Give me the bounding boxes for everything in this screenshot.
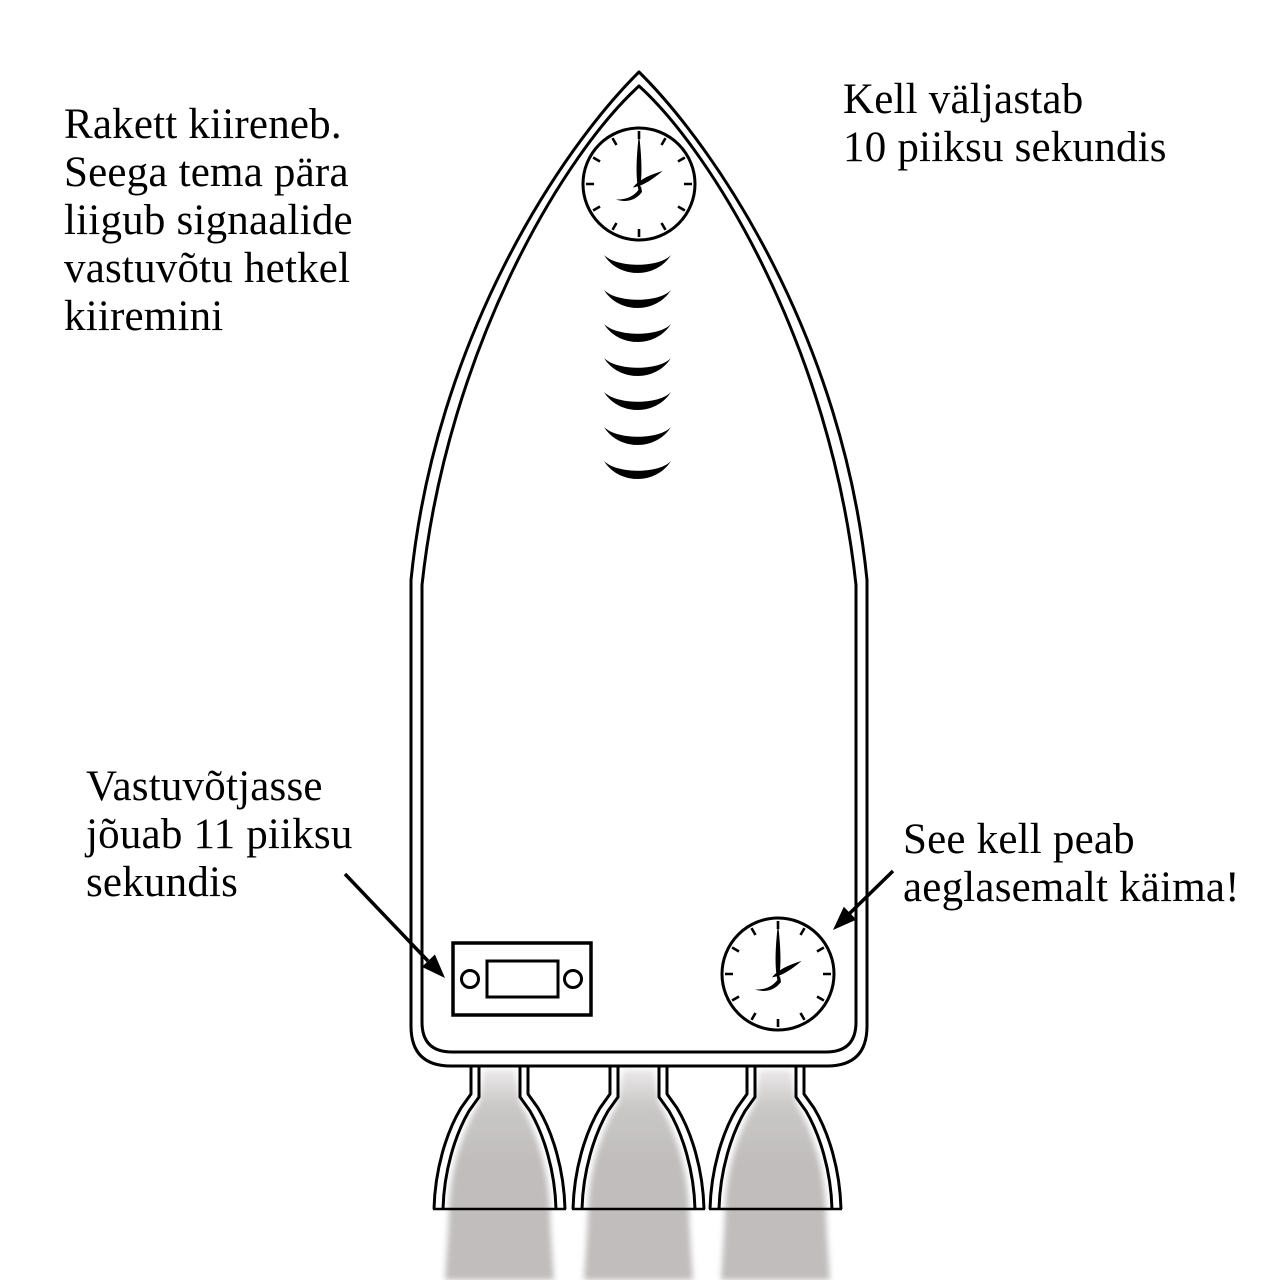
- label-line: Rakett kiireneb.: [64, 101, 342, 148]
- rocket-hull: [409, 70, 869, 1068]
- label-bottom-left: Vastuvõtjasse jõuab 11 piiksu sekundis: [86, 763, 353, 907]
- signal-wave: [604, 324, 671, 342]
- arrow-to-receiver: [343, 872, 445, 978]
- exhaust-plumes: [445, 1070, 830, 1280]
- nose-clock: [581, 126, 697, 242]
- label-line: 10 piiksu sekundis: [843, 124, 1167, 171]
- label-line: kiiremini: [64, 293, 224, 340]
- engine-nozzles: [432, 1066, 843, 1211]
- signal-wave: [604, 358, 671, 376]
- exhaust-plume-right: [721, 1070, 830, 1280]
- label-line: aeglasemalt käima!: [903, 864, 1240, 911]
- label-line: jõuab 11 piiksu: [86, 811, 353, 858]
- exhaust-plume-center: [584, 1070, 693, 1280]
- receiver-box: [451, 941, 593, 1017]
- engine-nozzle-right: [708, 1066, 843, 1211]
- signal-wave: [604, 255, 671, 273]
- label-top-right: Kell väljastab 10 piiksu sekundis: [843, 76, 1167, 172]
- rocket-hull-outer: [409, 70, 869, 1068]
- label-line: sekundis: [86, 859, 239, 906]
- signal-wave: [604, 290, 671, 308]
- label-line: liigub signaalide: [64, 197, 353, 244]
- signal-wave: [604, 427, 671, 445]
- label-bottom-right: See kell peab aeglasemalt käima!: [903, 816, 1240, 912]
- label-line: Seega tema pära: [64, 149, 349, 196]
- engine-nozzle-left: [432, 1066, 567, 1211]
- label-line: See kell peab: [903, 816, 1135, 863]
- signal-wave: [604, 392, 671, 410]
- rocket-hull-inner: [420, 84, 858, 1054]
- tail-clock: [720, 916, 836, 1032]
- arrow-to-tail-clock: [833, 869, 895, 930]
- signal-waves: [604, 255, 671, 479]
- signal-wave: [604, 461, 671, 479]
- label-line: Kell väljastab: [843, 76, 1084, 123]
- label-top-left: Rakett kiireneb. Seega tema pära liigub …: [64, 101, 353, 341]
- exhaust-plume-left: [445, 1070, 554, 1280]
- label-line: vastuvõtu hetkel: [64, 245, 351, 292]
- engine-nozzle-center: [571, 1066, 706, 1211]
- label-line: Vastuvõtjasse: [86, 763, 323, 810]
